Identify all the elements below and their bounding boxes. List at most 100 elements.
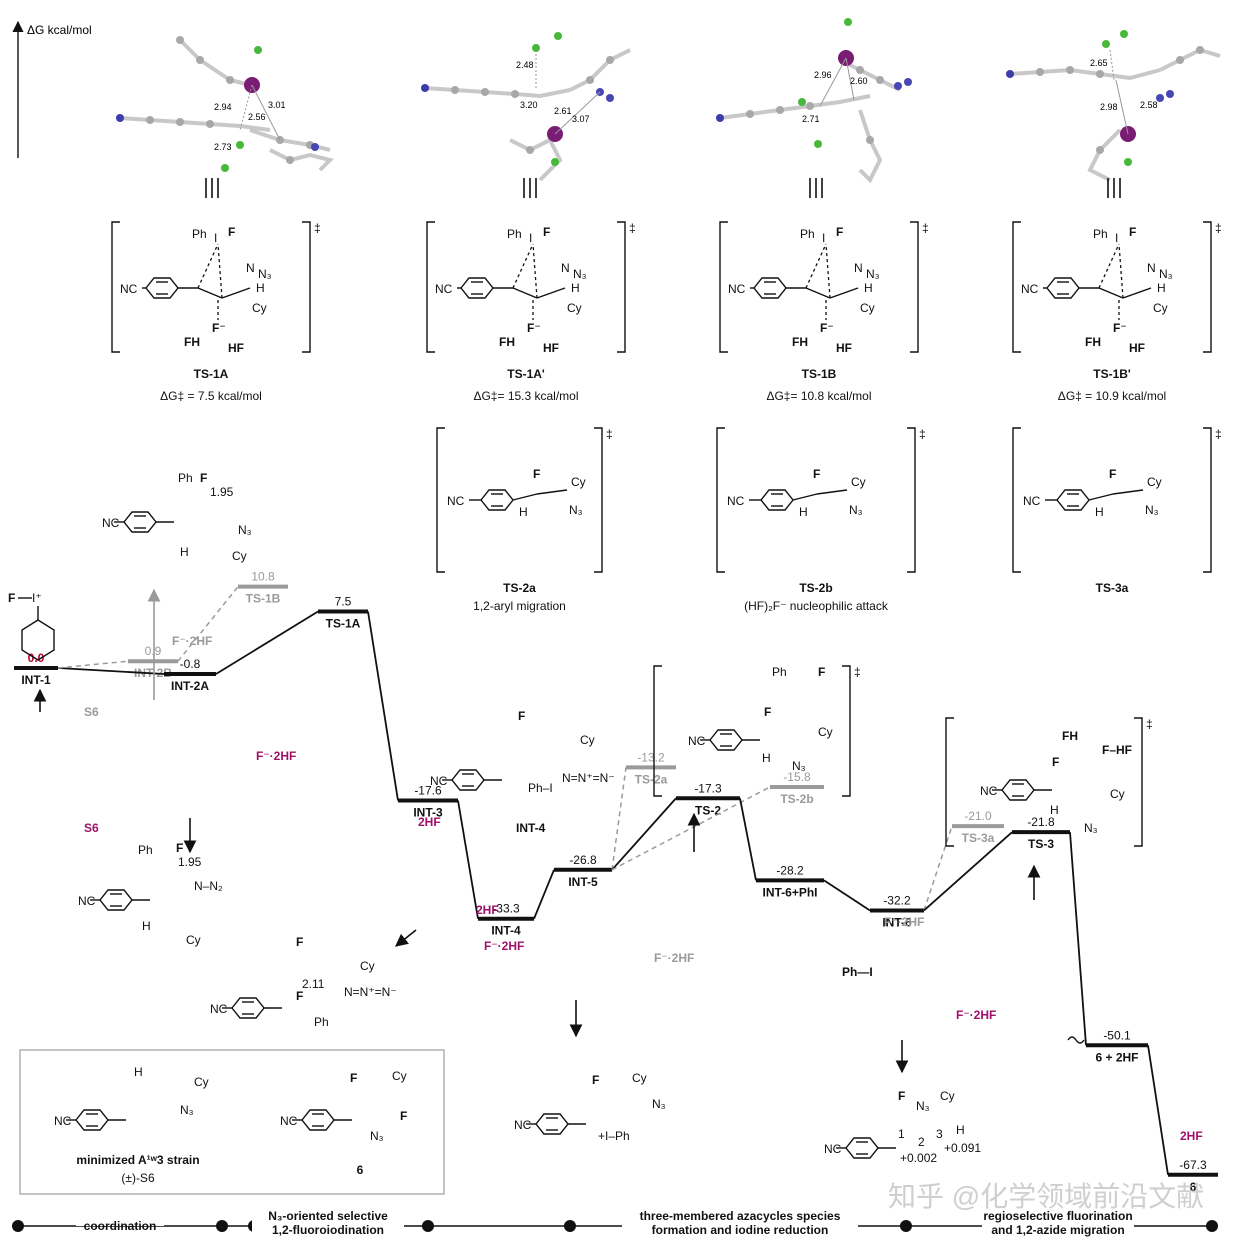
azide-label: N₃ — [1084, 821, 1098, 835]
stage-label-bg — [76, 1208, 164, 1226]
watermark: 知乎 @化学领域前沿文献 — [888, 1181, 1204, 1212]
dist-label: 2.96 — [814, 70, 832, 80]
phenyl-label: Ph — [178, 471, 193, 485]
azide-label: N₃ — [370, 1129, 384, 1143]
bond-length-label: 2.11 — [302, 977, 325, 991]
level-6-2hf: -50.16 + 2HF — [1086, 1028, 1148, 1064]
hydrogen-label: H — [1095, 505, 1104, 519]
intermediate-label: INT-4 — [516, 821, 546, 835]
hydrogen-label: H — [571, 281, 580, 295]
azide-label: N₃ — [792, 759, 806, 773]
bracket-left — [719, 221, 728, 353]
bracket-left — [653, 665, 662, 797]
azide-label: N₃ — [238, 523, 252, 537]
timeline-node — [1206, 1220, 1218, 1232]
hydrogen-label: H — [142, 919, 151, 933]
aryl-ring — [75, 1109, 109, 1131]
bracket-right — [842, 665, 851, 797]
bracket-left — [426, 221, 435, 353]
nitrile-label: NC — [688, 734, 706, 748]
ts-energy-label: ΔG‡= 15.3 kcal/mol — [473, 389, 578, 403]
aryl-ring — [99, 889, 133, 911]
profile-connector — [177, 586, 239, 662]
iodine-label: I — [1115, 231, 1118, 245]
level-6: -67.36 — [1168, 1158, 1218, 1194]
profile-connector — [923, 825, 953, 911]
azide-n-label: N — [246, 261, 255, 275]
cy-label: Cy — [571, 475, 586, 489]
nitrile-label: NC — [54, 1114, 72, 1128]
level-label: 6 + 2HF — [1095, 1050, 1138, 1064]
s6-caption: minimized A¹ʷ3 strain — [76, 1153, 199, 1167]
cy-label: Cy — [252, 301, 267, 315]
aryl-ring — [480, 489, 514, 511]
bond-length-label: 1.95 — [210, 485, 234, 499]
level-label: INT-6+PhI — [762, 885, 817, 899]
fluorine-label: F — [764, 705, 771, 719]
ts3-aryl: NC — [980, 779, 1052, 801]
cy-label: Cy — [360, 959, 375, 973]
azide-n-label: N — [1147, 261, 1156, 275]
fluorine-label: F — [1109, 467, 1116, 481]
level-ts-3: -21.8TS-3 — [1012, 815, 1070, 851]
cy-label: Cy — [632, 1071, 647, 1085]
fluorine-label: F — [176, 841, 183, 855]
profile-connector — [823, 879, 871, 912]
aryl-ring — [760, 489, 794, 511]
ts-caption: (HF)₂F⁻ nucleophilic attack — [744, 599, 889, 613]
fluorine-label: F — [1129, 225, 1136, 239]
fluorine-label: F — [818, 665, 825, 679]
fluorine-label: F — [543, 225, 550, 239]
atom-number: 1 — [898, 1127, 905, 1141]
ts3d-ts1b-prime: 2.65 2.98 2.58 — [1006, 30, 1221, 182]
energy-value: -67.3 — [1179, 1158, 1207, 1172]
atom-number: 2 — [918, 1135, 925, 1149]
azide-label: N₃ — [569, 503, 583, 517]
cy-label: Cy — [940, 1089, 955, 1103]
phenyl-label: Ph — [772, 665, 787, 679]
fluorine-label: F — [8, 591, 15, 605]
fluoride-label: F⁻ — [820, 321, 834, 335]
level-ts-3a: -21.0TS-3a — [952, 809, 1004, 845]
hydrogen-label: H — [1157, 281, 1166, 295]
bracket-right — [617, 221, 626, 353]
hydrogen-label: H — [180, 545, 189, 559]
azide-label: N₃ — [258, 267, 272, 281]
profile-connector — [611, 797, 677, 871]
energy-value: -0.8 — [180, 657, 201, 671]
bracket-left — [1012, 427, 1021, 573]
energy-value: -28.2 — [776, 863, 804, 877]
profile-connector — [57, 660, 129, 669]
bracket-right — [910, 221, 919, 353]
nitrile-label: NC — [447, 494, 465, 508]
dist-label: 2.48 — [516, 60, 534, 70]
nitrile-label: NC — [1023, 494, 1041, 508]
azide-label: N–N₂ — [194, 879, 223, 893]
product-6-structure: NC — [280, 1109, 352, 1131]
nitrile-label: NC — [1021, 282, 1039, 296]
ts-label: TS-1A — [194, 367, 229, 381]
stage-label: 1,2-fluoroiodination — [272, 1223, 384, 1237]
cy-label: Cy — [186, 933, 201, 947]
phenyl-label: Ph — [138, 843, 153, 857]
aryl-ring — [231, 997, 265, 1019]
bracket-right — [594, 427, 603, 573]
fluorine-label: F — [228, 225, 235, 239]
cy-label: Cy — [567, 301, 582, 315]
ts2-aryl: NC — [688, 729, 760, 751]
aryl-ring — [145, 277, 179, 299]
nitrile-label: NC — [102, 516, 120, 530]
ts-label: TS-1A' — [507, 367, 545, 381]
charge-label: +0.002 — [900, 1151, 937, 1165]
reagent-s6-grey: S6 — [84, 705, 99, 719]
